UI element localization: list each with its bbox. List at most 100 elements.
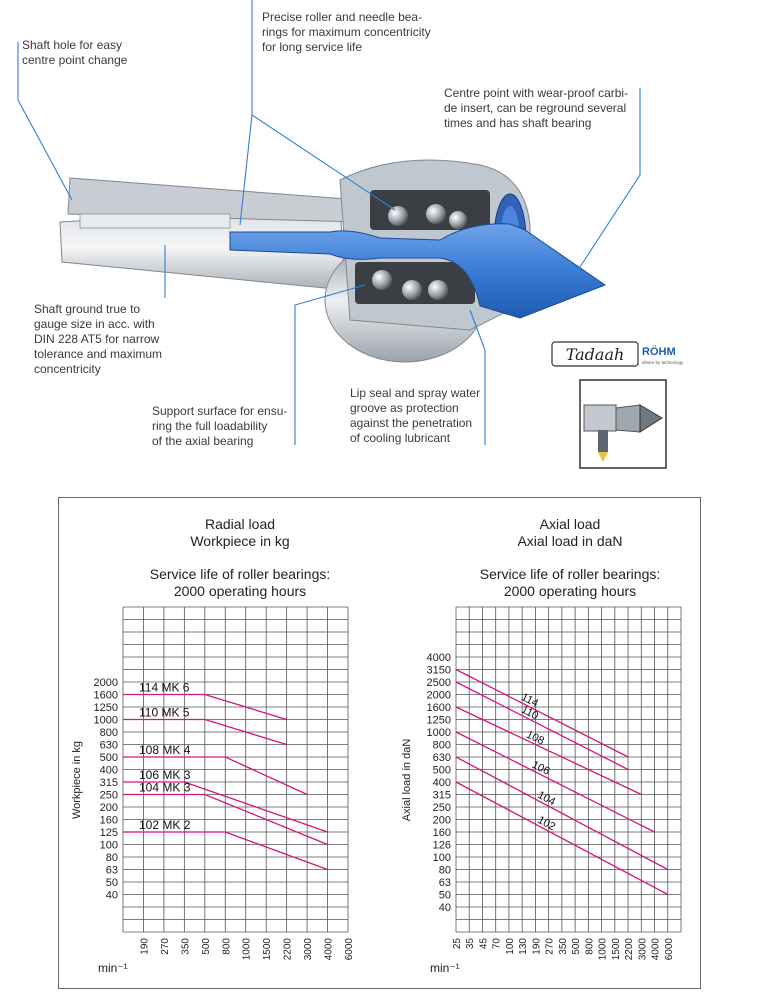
series-line — [455, 706, 642, 796]
series-line — [455, 756, 669, 871]
chart-frame — [58, 497, 701, 989]
y-axis-label: Axial load in daN — [401, 739, 413, 822]
y-tick-label: 1600 — [94, 690, 118, 702]
series-line — [455, 668, 629, 758]
series-line — [123, 756, 308, 796]
live-centre-illustration: Tadaah RÖHM driven by technology — [17, 0, 684, 469]
x-tick-label: 25 — [452, 938, 463, 950]
x-tick-label: 6000 — [344, 938, 355, 961]
lathe-thumbnail — [579, 379, 667, 469]
y-tick-label: 100 — [433, 852, 451, 864]
series-line — [123, 781, 328, 833]
series-label: 102 — [535, 814, 557, 833]
x-tick-label: 800 — [584, 938, 595, 955]
y-tick-label: 1250 — [427, 715, 451, 727]
y-tick-label: 250 — [433, 802, 451, 814]
x-tick-label: 3000 — [303, 938, 314, 961]
y-tick-label: 63 — [439, 877, 451, 889]
x-tick-label: 70 — [492, 938, 503, 950]
y-tick-label: 500 — [100, 752, 118, 764]
radial-chart-title: Radial load Workpiece in kg — [190, 516, 290, 549]
y-tick-label: 250 — [100, 790, 118, 802]
bearing-balls — [372, 204, 467, 300]
y-tick-label: 50 — [106, 877, 118, 889]
y-tick-label: 1600 — [427, 702, 451, 714]
annotation-shaft-ground: Shaft ground true to gauge size in acc. … — [34, 302, 163, 376]
series-label: 108 MK 4 — [139, 743, 191, 757]
y-tick-label: 40 — [439, 902, 451, 914]
y-tick-label: 315 — [433, 790, 451, 802]
y-tick-label: 630 — [100, 740, 118, 752]
annotation-centre-point: Centre point with wear-proof carbi- de i… — [444, 86, 629, 130]
y-tick-label: 100 — [100, 840, 118, 852]
x-tick-label: 270 — [545, 938, 556, 955]
y-axis-label: Workpiece in kg — [71, 741, 83, 819]
y-tick-label: 1000 — [94, 715, 118, 727]
series-line — [455, 731, 655, 833]
x-tick-label: 1000 — [598, 938, 609, 961]
y-tick-label: 500 — [433, 765, 451, 777]
y-tick-label: 200 — [433, 815, 451, 827]
y-tick-label: 63 — [106, 865, 118, 877]
x-tick-label: 35 — [465, 938, 476, 950]
y-tick-label: 2500 — [427, 677, 451, 689]
x-axis-label: min⁻¹ — [430, 961, 460, 975]
rohm-logo: RÖHM driven by technology — [642, 345, 684, 365]
tadaah-logo: Tadaah — [551, 341, 639, 367]
x-tick-label: 1500 — [611, 938, 622, 961]
series-label: 104 MK 3 — [139, 781, 191, 795]
y-tick-label: 400 — [433, 777, 451, 789]
centre-point — [229, 223, 607, 319]
y-tick-label: 4000 — [427, 652, 451, 664]
y-tick-label: 160 — [100, 815, 118, 827]
y-tick-label: 315 — [100, 777, 118, 789]
series-line — [455, 681, 629, 771]
series-line — [123, 693, 287, 721]
x-tick-label: 350 — [558, 938, 569, 955]
radial-chart-subtitle: Service life of roller bearings: 2000 op… — [149, 566, 331, 599]
y-tick-label: 1250 — [94, 702, 118, 714]
y-tick-label: 200 — [100, 802, 118, 814]
y-tick-label: 800 — [433, 740, 451, 752]
x-tick-label: 4000 — [324, 938, 335, 961]
x-tick-label: 100 — [505, 938, 516, 955]
series-line — [123, 793, 328, 846]
y-tick-label: 50 — [439, 890, 451, 902]
series-label: 104 — [535, 789, 557, 808]
series-line — [455, 781, 669, 896]
x-tick-label: 6000 — [664, 938, 675, 961]
x-axis-label: min⁻¹ — [98, 961, 128, 975]
series-line — [123, 718, 287, 746]
x-tick-label: 500 — [201, 938, 212, 955]
axial-chart-subtitle: Service life of roller bearings: 2000 op… — [479, 566, 661, 599]
y-tick-label: 3150 — [427, 665, 451, 677]
x-tick-label: 130 — [518, 938, 529, 955]
y-tick-label: 125 — [100, 827, 118, 839]
series-label: 114 MK 6 — [139, 681, 190, 695]
x-tick-label: 190 — [139, 938, 150, 955]
axial-chart-title: Axial load Axial load in daN — [517, 516, 623, 549]
y-tick-label: 126 — [433, 840, 451, 852]
series-line — [123, 831, 328, 871]
y-tick-label: 630 — [433, 752, 451, 764]
y-tick-label: 2000 — [94, 677, 118, 689]
x-tick-label: 270 — [160, 938, 171, 955]
svg-text:driven by technology: driven by technology — [642, 360, 684, 365]
svg-text:Tadaah: Tadaah — [566, 345, 625, 364]
taper-shaft — [59, 177, 361, 291]
x-tick-label: 190 — [531, 938, 542, 955]
y-tick-label: 80 — [439, 865, 451, 877]
y-tick-label: 40 — [106, 890, 118, 902]
series-label: 110 MK 5 — [139, 706, 190, 720]
series-label: 106 MK 3 — [139, 768, 191, 782]
y-tick-label: 800 — [100, 727, 118, 739]
svg-text:RÖHM: RÖHM — [642, 345, 676, 358]
x-tick-label: 1500 — [262, 938, 273, 961]
x-tick-label: 1000 — [242, 938, 253, 961]
x-tick-label: 3000 — [637, 938, 648, 961]
x-tick-label: 800 — [221, 938, 232, 955]
x-tick-label: 2200 — [624, 938, 635, 961]
y-tick-label: 160 — [433, 827, 451, 839]
x-tick-label: 350 — [180, 938, 191, 955]
